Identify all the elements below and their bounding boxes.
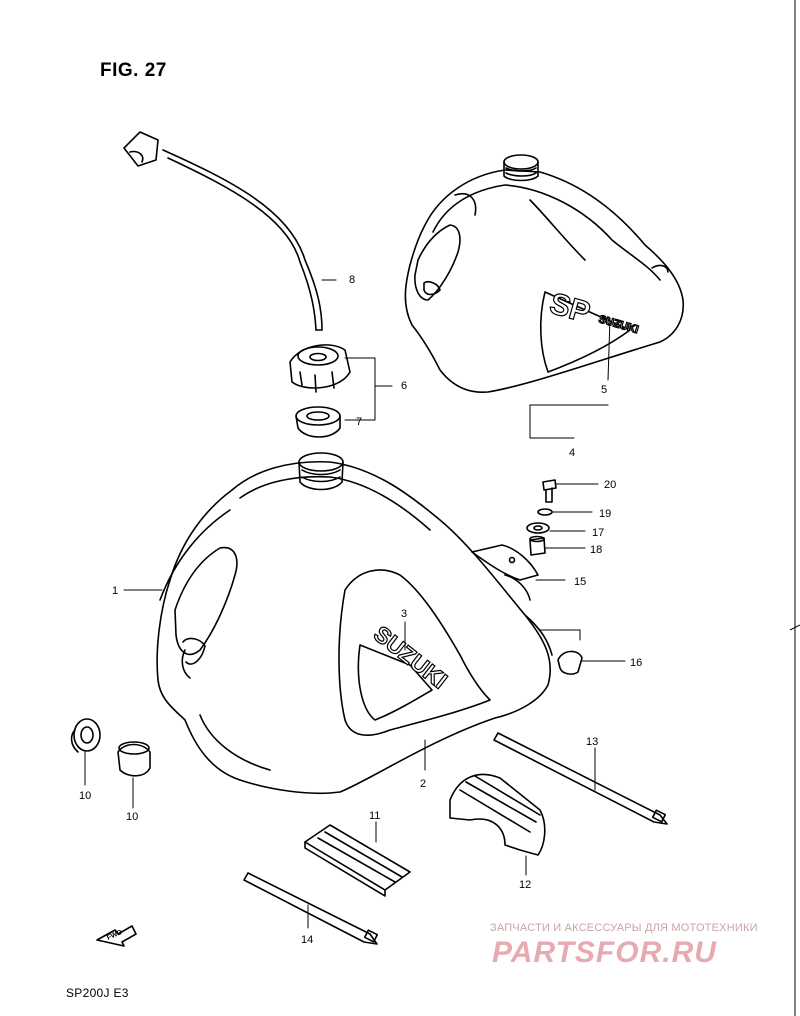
cable-tie-13 xyxy=(493,732,668,825)
callout-13: 13 xyxy=(586,736,598,748)
watermark-text: ЗАПЧАСТИ И АКСЕССУАРЫ ДЛЯ МОТОТЕХНИКИ xyxy=(490,922,758,934)
washer-19 xyxy=(537,508,553,516)
callout-8: 8 xyxy=(349,274,355,286)
fuel-breather-hose xyxy=(123,131,323,331)
forward-arrow xyxy=(96,925,137,947)
scan-edge-marks xyxy=(789,0,800,1016)
callout-1: 1 xyxy=(112,585,118,597)
cap-gasket xyxy=(295,406,341,438)
callout-5: 5 xyxy=(601,384,607,396)
figure-title: FIG. 27 xyxy=(100,60,167,81)
callout-15: 15 xyxy=(574,576,586,588)
callout-12: 12 xyxy=(519,879,531,891)
callout-6: 6 xyxy=(401,380,407,392)
fuel-cap xyxy=(289,344,351,393)
callout-2: 2 xyxy=(420,778,426,790)
bolt-20 xyxy=(542,479,557,503)
callout-7: 7 xyxy=(356,416,362,428)
tank-cushion xyxy=(304,824,411,897)
decal-suzuki-small: SUZUKI xyxy=(597,313,640,336)
tank-rubber-cover xyxy=(449,773,546,856)
leader-lines xyxy=(84,279,626,929)
cable-tie-14 xyxy=(243,872,379,945)
callout-19: 19 xyxy=(599,508,611,520)
rubber-damper-a xyxy=(70,718,101,753)
tank-decals: SUZUKI SP SUZUKI xyxy=(368,286,640,694)
washer-17 xyxy=(526,522,550,534)
callout-4: 4 xyxy=(569,447,575,459)
main-tank-filler-neck xyxy=(298,452,344,491)
callout-11: 11 xyxy=(369,810,380,822)
grommet-16 xyxy=(557,650,583,675)
callout-18: 18 xyxy=(590,544,602,556)
callout-20: 20 xyxy=(604,479,616,491)
callout-10a: 10 xyxy=(79,790,91,802)
rubber-damper-b xyxy=(117,741,151,777)
callout-10b: 10 xyxy=(126,811,138,823)
callout-17: 17 xyxy=(592,527,604,539)
decal-suzuki-main: SUZUKI xyxy=(369,620,452,693)
watermark-brand: PARTSFOR.RU xyxy=(492,936,717,969)
callouts: 1 2 3 4 5 6 7 8 10 10 11 12 13 14 15 16 … xyxy=(79,274,642,946)
callout-16: 16 xyxy=(630,657,642,669)
decal-sp: SP xyxy=(546,287,594,330)
model-code: SP200J E3 xyxy=(66,986,129,1000)
main-fuel-tank xyxy=(156,460,553,795)
callout-14: 14 xyxy=(301,934,313,946)
upper-tank-filler-neck xyxy=(503,154,539,182)
collar-18 xyxy=(529,535,546,556)
callout-3: 3 xyxy=(401,608,407,620)
upper-fuel-tank xyxy=(404,169,685,393)
mounting-bracket xyxy=(471,544,539,581)
